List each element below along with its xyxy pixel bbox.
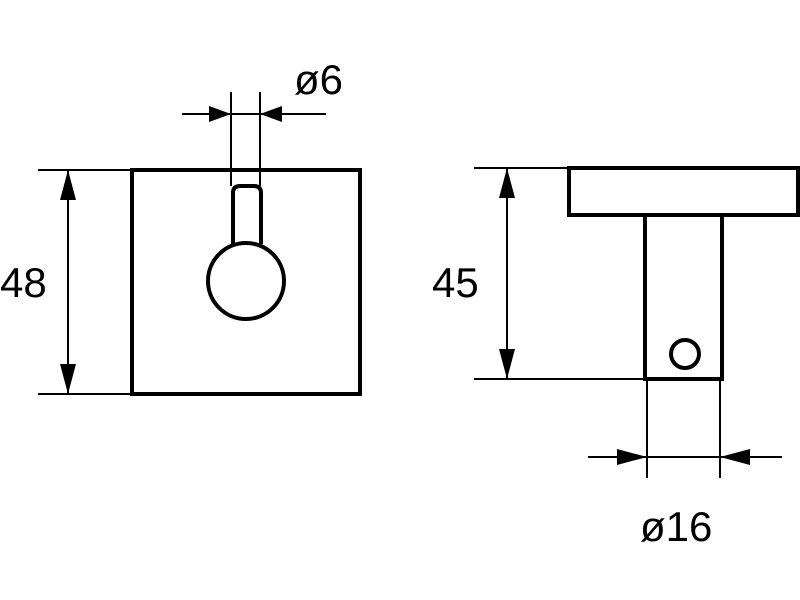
side-cap-plate xyxy=(567,166,800,217)
post-diameter-label: ø16 xyxy=(640,503,712,550)
front-view: ø6 48 xyxy=(0,56,362,396)
front-base-plate xyxy=(130,168,362,396)
side-view: 45 ø16 xyxy=(432,166,800,550)
pin-diameter-label: ø6 xyxy=(294,56,343,103)
side-post-hole xyxy=(669,338,701,370)
front-pin-stem xyxy=(231,184,263,244)
side-post xyxy=(643,213,724,381)
front-hook-knob xyxy=(206,241,286,321)
post-dimension-arrow-left xyxy=(617,449,647,465)
side-height-arrow-bottom xyxy=(499,349,515,379)
front-height-arrow-top xyxy=(60,170,76,200)
front-height-label: 48 xyxy=(0,259,47,306)
pin-dimension-arrow-left xyxy=(209,106,231,122)
side-height-arrow-top xyxy=(499,168,515,198)
side-height-label: 45 xyxy=(432,259,479,306)
pin-dimension-arrow-right xyxy=(260,106,282,122)
front-height-arrow-bottom xyxy=(60,364,76,394)
post-dimension-arrow-right xyxy=(720,449,750,465)
